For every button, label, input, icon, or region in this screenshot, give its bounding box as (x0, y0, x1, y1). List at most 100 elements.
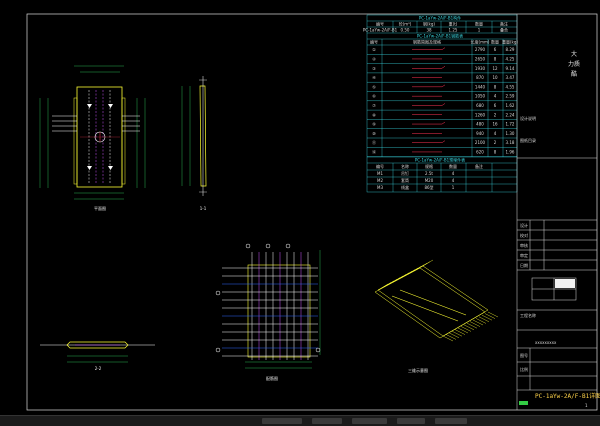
isometric-view: 三维示意图 (374, 259, 499, 373)
table2-cell: ⑧ (372, 112, 376, 117)
table1-header: 钢(kg) (423, 21, 435, 27)
table2-cell: 8 (494, 149, 497, 154)
table3-cell: 线盒 (401, 184, 409, 190)
side-view-label: 1-1 (200, 206, 207, 211)
taskbar-item-2[interactable] (312, 418, 342, 424)
iso-rebar-stub (422, 259, 434, 267)
table2-cell: ① (372, 47, 376, 52)
taskbar-item-5[interactable] (435, 418, 467, 424)
iso-rebar-stub (475, 318, 487, 324)
table3-cell: M3 (377, 185, 383, 190)
side-view: 1-1 (181, 76, 207, 211)
taskbar-item-4[interactable] (397, 418, 425, 424)
iso-main-bar (391, 295, 459, 322)
table2-cell: ⑦ (372, 103, 376, 108)
table2-cell: 8.29 (506, 47, 515, 52)
table2-cell: 16 (492, 122, 498, 127)
page-number: 1 (585, 403, 588, 408)
rebar-sketch-hook (441, 84, 446, 88)
rebar-sketch-hook (441, 47, 446, 50)
table2-cell: 9.14 (506, 66, 515, 71)
table1-cell: 38 (426, 28, 432, 33)
table2-cell: ⑨ (372, 122, 376, 127)
table2-cell: 870 (476, 75, 484, 80)
table2-cell: 1.72 (506, 122, 515, 127)
iso-rebar-stub (487, 311, 499, 318)
table2-header: 数量 (491, 39, 499, 45)
table2-header: 钢筋简图及规格 (413, 39, 441, 45)
title-block-swatch (555, 279, 575, 288)
table3-cell: 86型 (424, 184, 433, 190)
table2-header: 编号 (370, 39, 378, 45)
table1-cell: PC-1aYw-2A/F-B1 (363, 28, 398, 33)
table2-cell: 1.30 (506, 131, 515, 136)
table3-cell: M20 (425, 178, 434, 183)
table2-cell: 680 (476, 103, 484, 108)
company-line-2: 力质 (568, 60, 580, 68)
isometric-label: 三维示意图 (408, 367, 428, 373)
table2-cell: 620 (476, 149, 484, 154)
table2-cell: 1.62 (506, 103, 515, 108)
table2-cell: 2.24 (506, 112, 515, 117)
table2-cell: ⑩ (372, 131, 376, 136)
iso-rebar-stub (478, 316, 490, 322)
plan-view: 平面图 (39, 65, 146, 211)
iso-rebar-stub (481, 315, 493, 321)
iso-rebar-stub (445, 334, 457, 340)
bottom-section-label: 2-2 (95, 366, 102, 371)
table1-cell: 1 (478, 28, 481, 33)
table2-cell: 10 (492, 75, 498, 80)
iso-rebar-stub (454, 329, 466, 335)
table1-header: 砼(m³) (399, 21, 412, 27)
table1-cell: 叠合 (500, 27, 508, 33)
table1-cell: 1.25 (449, 28, 458, 33)
table2-cell: 8 (494, 84, 497, 89)
table3-cell: 4 (452, 171, 455, 176)
table2-cell: 1930 (475, 66, 486, 71)
table3-cell: 2.5t (425, 171, 433, 176)
rebar-grid-view: 配筋图 (215, 243, 321, 381)
table2-cell: 3.47 (506, 75, 515, 80)
table3-cell: 套筒 (401, 177, 409, 183)
table3-cell: M1 (377, 171, 383, 176)
drawing-code: PC-1aYw-2A/F-B1详图 (535, 392, 600, 400)
table2-cell: 4.55 (506, 84, 515, 89)
sheet-label: 图号 (520, 352, 528, 358)
iso-rebar-stub (442, 335, 454, 342)
table2-cell: 2 (494, 112, 497, 117)
table2-cell: 1.96 (506, 149, 515, 154)
table2-cell: 6 (494, 103, 497, 108)
table3-header: 数量 (449, 163, 457, 169)
iso-rebar-stub (466, 323, 478, 329)
title-block-row-label: 校对 (520, 232, 528, 238)
table2-cell: ⑤ (372, 84, 376, 89)
table2-cell: ⑪ (372, 139, 376, 145)
rebar-grid-label: 配筋图 (266, 375, 278, 381)
table2-cell: 3.18 (506, 140, 515, 145)
rebar-sketch-hook (441, 103, 446, 106)
table2-cell: 4 (494, 131, 497, 136)
taskbar-item-1[interactable] (262, 418, 302, 424)
table3-header: 规格 (425, 163, 433, 169)
taskbar-item-3[interactable] (352, 418, 387, 424)
project-label: 工程名称 (520, 312, 536, 318)
rebar-schedule-table (366, 14, 518, 193)
side-note-2: 图纸目录 (520, 137, 536, 143)
table2-cell: ⑥ (372, 94, 376, 99)
table1-title: PC-1aYw-2A/F-B1构件 (419, 15, 461, 21)
table2-cell: 1440 (475, 84, 486, 89)
table3-cell: 4 (452, 178, 455, 183)
scale-label: 比例 (520, 366, 528, 372)
table3-title: PC-1aYw-2A/F-B1预埋件表 (415, 157, 465, 163)
status-tag (519, 401, 528, 405)
taskbar (0, 415, 600, 426)
table2-cell: ③ (372, 66, 376, 71)
table2-cell: 1050 (475, 94, 486, 99)
table3-cell: M2 (377, 178, 383, 183)
title-block (516, 14, 597, 410)
iso-rebar-stub (460, 326, 472, 332)
iso-rebar-stub (472, 319, 484, 326)
table2-cell: 480 (476, 122, 484, 127)
